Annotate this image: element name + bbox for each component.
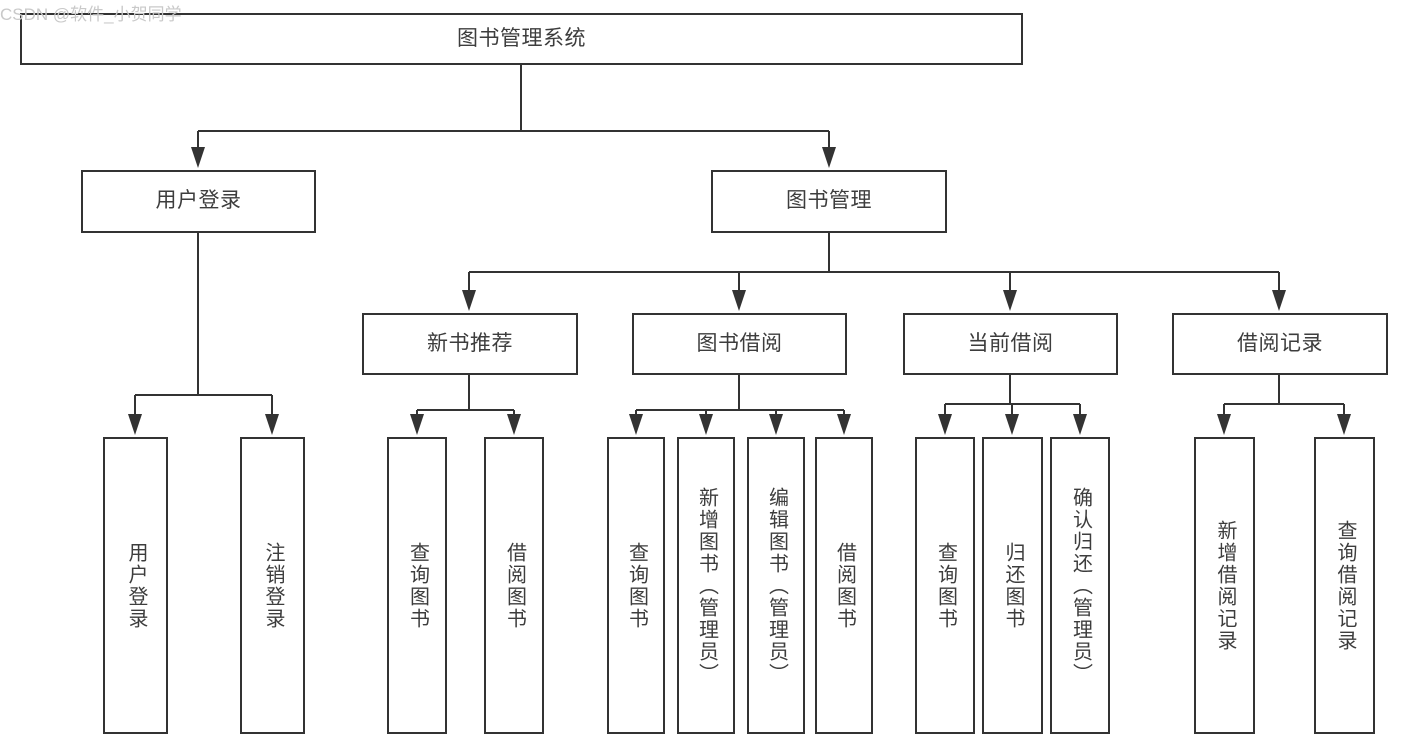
node-user-login[interactable]: 用户登录	[81, 170, 316, 233]
userlogin-to-leaves-arrowhead-0	[128, 414, 142, 435]
node-leaf-edit-book[interactable]: 编辑图书（管理员）	[747, 437, 805, 734]
node-label: 图书管理	[786, 189, 872, 213]
node-leaf-query-record[interactable]: 查询借阅记录	[1314, 437, 1375, 734]
record-to-leaves-arrowhead-1	[1337, 414, 1351, 435]
root-to-level1-arrowhead-0	[191, 147, 205, 168]
node-leaf-query-book-1[interactable]: 查询图书	[387, 437, 447, 734]
node-label: 当前借阅	[967, 331, 1054, 355]
borrow-to-leaves-arrowhead-3	[837, 414, 851, 435]
node-label: 查询借阅记录	[1334, 519, 1356, 652]
node-label: 查询图书	[934, 541, 957, 630]
node-leaf-query-book-3[interactable]: 查询图书	[915, 437, 975, 734]
node-leaf-user-login[interactable]: 用户登录	[103, 437, 168, 734]
node-label: 新增借阅记录	[1214, 519, 1236, 652]
node-label: 借阅图书	[833, 541, 856, 630]
node-leaf-confirm-return[interactable]: 确认归还（管理员）	[1050, 437, 1110, 734]
node-current-borrow[interactable]: 当前借阅	[903, 313, 1118, 375]
node-label: 注销登录	[262, 541, 284, 630]
borrow-to-leaves-arrowhead-0	[629, 414, 643, 435]
recommend-to-leaves-arrowhead-1	[507, 414, 521, 435]
borrow-to-leaves-arrowhead-2	[769, 414, 783, 435]
current-to-leaves-arrowhead-1	[1005, 414, 1019, 435]
node-leaf-add-record[interactable]: 新增借阅记录	[1194, 437, 1255, 734]
connector-lines	[128, 65, 1351, 435]
node-leaf-borrow-book-1[interactable]: 借阅图书	[484, 437, 544, 734]
node-label: 归还图书	[1002, 541, 1024, 630]
node-leaf-add-book[interactable]: 新增图书（管理员）	[677, 437, 735, 734]
node-label: 新增图书（管理员）	[695, 486, 718, 685]
node-label: 用户登录	[125, 541, 147, 630]
node-book-manage[interactable]: 图书管理	[711, 170, 947, 233]
node-label: 确认归还（管理员）	[1069, 486, 1092, 685]
node-leaf-logout[interactable]: 注销登录	[240, 437, 305, 734]
current-to-leaves-arrowhead-0	[938, 414, 952, 435]
record-to-leaves-arrowhead-0	[1217, 414, 1231, 435]
node-borrow-record[interactable]: 借阅记录	[1172, 313, 1388, 375]
node-leaf-borrow-book-2[interactable]: 借阅图书	[815, 437, 873, 734]
node-label: 新书推荐	[427, 331, 513, 355]
node-label: 查询图书	[406, 541, 429, 630]
node-label: 编辑图书（管理员）	[765, 486, 788, 685]
node-label: 图书管理系统	[457, 26, 586, 50]
node-book-borrow[interactable]: 图书借阅	[632, 313, 847, 375]
bookmanage-to-level2-arrowhead-0	[462, 290, 476, 311]
current-to-leaves-arrowhead-2	[1073, 414, 1087, 435]
node-label: 查询图书	[625, 541, 648, 630]
recommend-to-leaves-arrowhead-0	[410, 414, 424, 435]
userlogin-to-leaves-arrowhead-1	[265, 414, 279, 435]
node-label: 图书借阅	[696, 331, 783, 355]
node-root-图书管理系统[interactable]: 图书管理系统	[20, 13, 1023, 65]
node-leaf-query-book-2[interactable]: 查询图书	[607, 437, 665, 734]
node-leaf-return-book[interactable]: 归还图书	[982, 437, 1043, 734]
borrow-to-leaves-arrowhead-1	[699, 414, 713, 435]
root-to-level1-arrowhead-1	[822, 147, 836, 168]
node-label: 借阅记录	[1237, 331, 1323, 355]
node-new-book-recommend[interactable]: 新书推荐	[362, 313, 578, 375]
bookmanage-to-level2-arrowhead-2	[1003, 290, 1017, 311]
node-label: 用户登录	[155, 189, 242, 213]
node-label: 借阅图书	[503, 541, 526, 630]
bookmanage-to-level2-arrowhead-3	[1272, 290, 1286, 311]
bookmanage-to-level2-arrowhead-1	[732, 290, 746, 311]
